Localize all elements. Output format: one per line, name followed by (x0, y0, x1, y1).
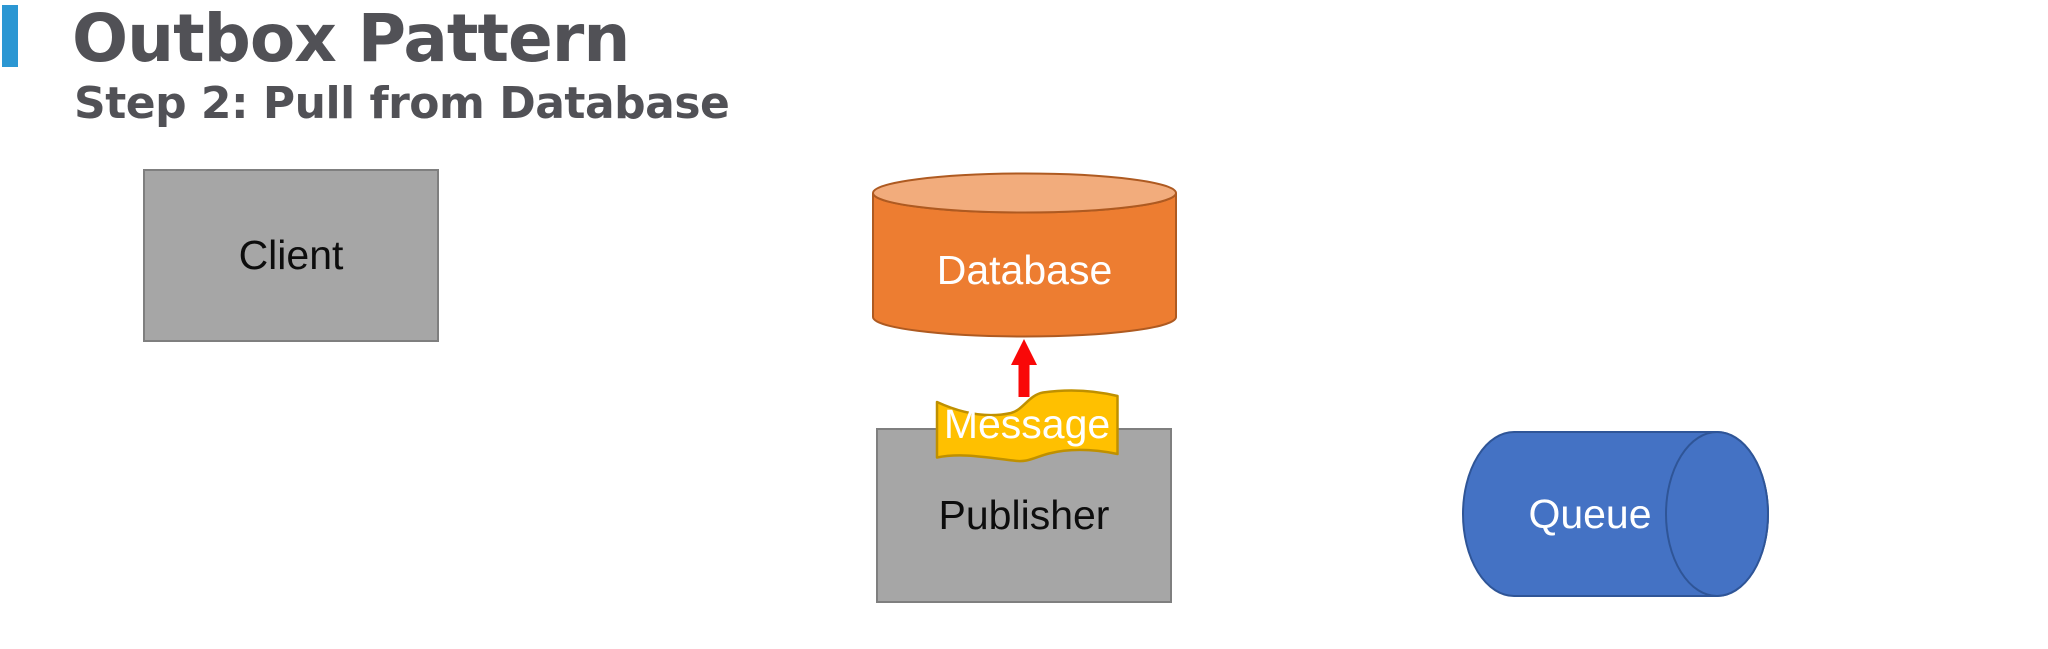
client-label: Client (238, 232, 344, 278)
red-up-arrow-icon (1011, 339, 1037, 397)
message-banner (935, 389, 1119, 463)
publisher-box: Publisher (876, 428, 1172, 603)
publisher-label: Publisher (938, 492, 1110, 538)
client-box: Client (143, 169, 439, 342)
slide-subtitle: Step 2: Pull from Database (74, 78, 730, 129)
queue-cylinder-end (1665, 431, 1769, 597)
message-label: Message (943, 400, 1111, 447)
queue-label: Queue (1528, 490, 1652, 537)
database-cylinder-top (872, 172, 1177, 214)
message-banner-shape (935, 389, 1119, 463)
queue-cylinder (1462, 431, 1769, 597)
database-cylinder (872, 172, 1177, 338)
database-label: Database (936, 246, 1113, 293)
slide-title: Outbox Pattern (72, 0, 630, 77)
title-accent-bar (2, 5, 18, 67)
